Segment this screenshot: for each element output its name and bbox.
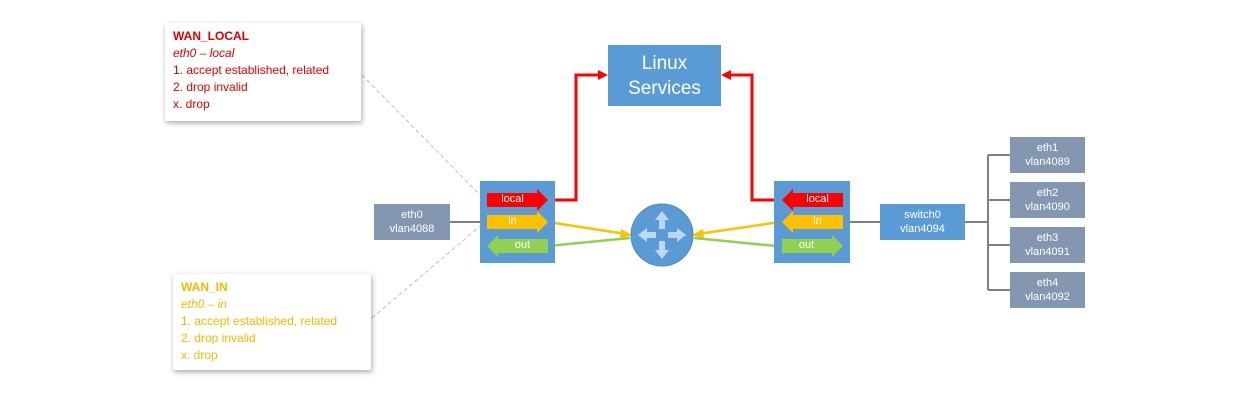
right-in-path [697, 220, 781, 236]
eth3-name: eth3 [1036, 232, 1059, 244]
eth4-vlan: vlan4092 [1025, 291, 1070, 303]
left-in-path [547, 220, 627, 236]
left-out-arrow[interactable] [487, 235, 548, 257]
eth1-name: eth1 [1036, 142, 1059, 154]
left-in-label: in [508, 215, 517, 227]
eth1-node[interactable]: eth1 vlan4089 [1010, 137, 1085, 173]
switch0-vlan: vlan4094 [900, 223, 945, 235]
wan-in-leader [371, 221, 486, 319]
wan-in-subtitle: eth0 – in [181, 297, 228, 311]
wan-in-rule: x. drop [181, 348, 218, 362]
right-in-arrowhead [692, 229, 704, 239]
wan-local-leader [361, 74, 486, 201]
eth3-vlan: vlan4091 [1025, 246, 1070, 258]
eth0-vlan: vlan4088 [389, 223, 435, 235]
wan-local-rule: x. drop [173, 97, 210, 111]
linux-services-line2: Services [628, 77, 701, 99]
right-out-path [693, 236, 777, 248]
right-in-label: in [813, 215, 822, 227]
eth1-vlan: vlan4089 [1025, 156, 1070, 168]
right-local-label: local [806, 193, 829, 205]
eth2-node[interactable]: eth2 vlan4090 [1010, 182, 1085, 218]
eth2-name: eth2 [1036, 187, 1059, 199]
eth4-name: eth4 [1036, 277, 1059, 289]
right-in-arrow[interactable] [782, 211, 843, 233]
linux-services-node[interactable]: Linux Services [608, 45, 721, 106]
wan-local-rule: 1. accept established, related [173, 63, 330, 77]
right-out-arrow[interactable] [782, 235, 843, 257]
wan-in-rule: 2. drop invalid [181, 331, 256, 345]
wan-local-subtitle: eth0 – local [173, 46, 235, 60]
left-local-arrow[interactable] [487, 189, 548, 211]
left-local-path [548, 73, 600, 202]
linux-services-line1: Linux [641, 52, 688, 74]
right-local-arrow[interactable] [782, 189, 843, 211]
left-in-arrowhead [620, 229, 632, 239]
switch0-name: switch0 [904, 209, 941, 221]
left-local-label: local [501, 193, 524, 205]
right-local-path [730, 73, 780, 202]
left-local-arrowhead [598, 70, 608, 80]
right-local-arrowhead [721, 70, 731, 80]
wan-in-rule: 1. accept established, related [181, 314, 338, 328]
router-icon [630, 203, 694, 267]
wan-in-card: WAN_IN eth0 – in 1. accept established, … [173, 274, 371, 370]
wan-local-card: WAN_LOCAL eth0 – local 1. accept establi… [165, 23, 361, 121]
eth0-node[interactable]: eth0 vlan4088 [374, 204, 450, 240]
eth4-node[interactable]: eth4 vlan4092 [1010, 272, 1085, 308]
eth0-name: eth0 [401, 209, 423, 221]
right-out-label: out [798, 239, 815, 251]
wan-in-title: WAN_IN [181, 280, 228, 294]
wan-local-rule: 2. drop invalid [173, 80, 248, 94]
eth2-vlan: vlan4090 [1025, 201, 1070, 213]
wan-local-title: WAN_LOCAL [173, 29, 249, 43]
eth3-node[interactable]: eth3 vlan4091 [1010, 227, 1085, 263]
switch0-node[interactable]: switch0 vlan4094 [880, 204, 965, 240]
left-out-path [547, 236, 631, 248]
left-out-label: out [514, 239, 531, 251]
left-in-arrow[interactable] [487, 211, 548, 233]
